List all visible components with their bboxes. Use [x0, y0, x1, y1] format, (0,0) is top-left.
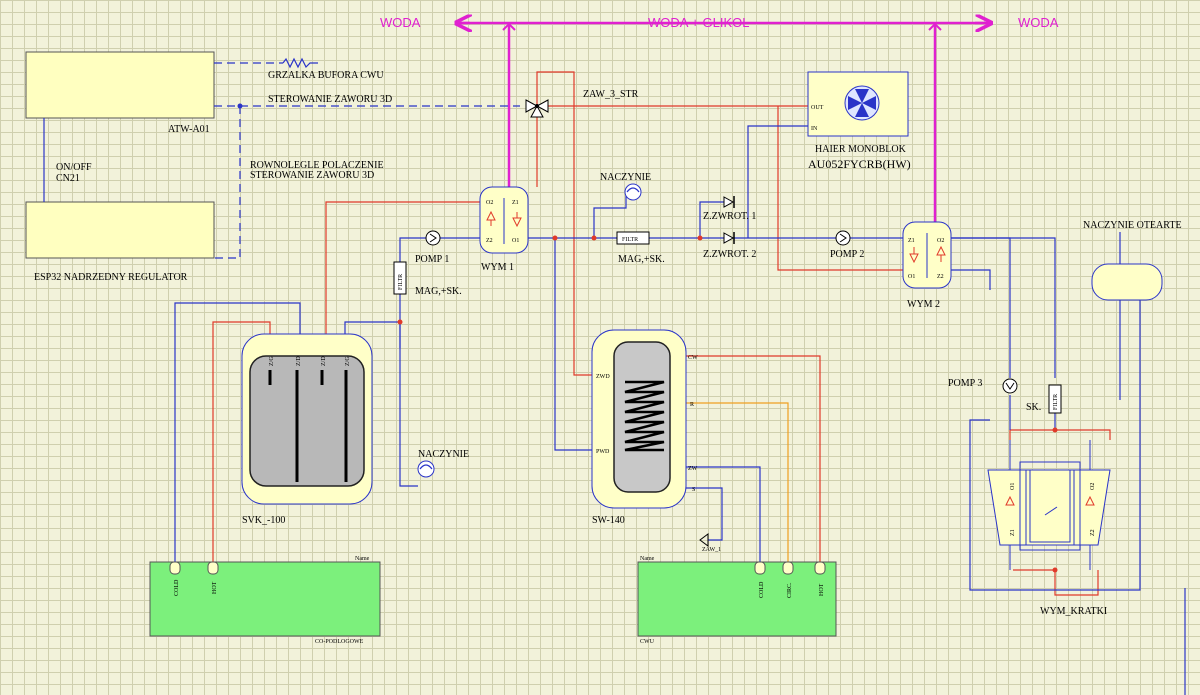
wym1-o2: O2 [486, 200, 493, 206]
heating-circuit-box[interactable] [149, 561, 381, 637]
filter-label-1: FILTR [622, 237, 638, 243]
buffer-port-2: Z/D [296, 356, 302, 366]
cwu-box-name: Name [640, 556, 655, 562]
check-valve-icon [723, 196, 735, 208]
pump-icon[interactable] [1002, 378, 1018, 394]
kratki-label: WYM_KRATKI [1040, 606, 1107, 617]
filter-sk: SK. [1026, 402, 1041, 413]
wym1-z2: Z2 [486, 238, 493, 244]
expansion-vessel-icon [624, 183, 642, 201]
heatpump-out: OUT [811, 105, 824, 111]
return-valve-2: Z.ZWROT. 2 [703, 249, 756, 260]
wym1-z1: Z1 [512, 200, 519, 206]
wym1-o1: O1 [512, 238, 519, 244]
esp32-label: ESP32 NADRZEDNY REGULATOR [34, 272, 188, 283]
dhw-r: R [690, 402, 694, 408]
kratki-o2: O2 [1090, 483, 1096, 490]
onoff-label: ON/OFF [56, 162, 92, 173]
parallel-label-2: STEROWANIE ZAWORU 3D [250, 170, 374, 181]
check-valve-icon [723, 232, 735, 244]
cwu-hot: HOT [819, 583, 825, 596]
heatpump-line1: HAIER MONOBLOK [815, 144, 907, 155]
circulation-pipe [684, 402, 789, 562]
heating-box-name: Name [355, 556, 370, 562]
dhw-cw: CW [688, 355, 698, 361]
pump3-label: POMP 3 [948, 378, 982, 389]
wym2-o2: O2 [937, 238, 944, 244]
dhw-zaw: ZAW_1 [702, 547, 721, 553]
expansion-top-label: NACZYNIE [600, 172, 651, 183]
filter-vertical-1 [393, 261, 407, 295]
three-way-valve-icon[interactable] [525, 99, 549, 118]
open-vessel-label: NACZYNIE OTEARTE [1083, 220, 1182, 231]
esp32-controller-box [25, 201, 215, 259]
buffer-port-3: Z/D [321, 356, 327, 366]
atw-controller-box [25, 51, 215, 119]
filter-vertical-2 [1048, 384, 1062, 414]
kratki-z2: Z2 [1090, 529, 1096, 536]
open-vessel [1091, 263, 1163, 301]
control-lines [214, 62, 520, 259]
wym2-z2: Z2 [937, 274, 944, 280]
valve-signal-label: STEROWANIE ZAWORU 3D [268, 94, 392, 105]
buffer-label: SVK_-100 [242, 515, 285, 526]
kratki-z1: Z1 [1010, 529, 1016, 536]
pump-icon[interactable] [835, 230, 851, 246]
expansion-bottom-label: NACZYNIE [418, 449, 469, 460]
cwu-box[interactable] [637, 561, 837, 637]
flow-label-center: WODA + GLIKOL [648, 15, 750, 30]
pump2-label: POMP 2 [830, 249, 864, 260]
heatpump-line2: AU052FYCRB(HW) [808, 157, 911, 171]
wym2-label: WYM 2 [907, 299, 940, 310]
buffer-port-1: Z/G [269, 356, 275, 366]
kratki-o1: O1 [1010, 483, 1016, 490]
pump1-label: POMP 1 [415, 254, 449, 265]
flow-label-right: WODA [1018, 15, 1059, 30]
dhw-zw: ZW [688, 466, 698, 472]
filter-mag-1: MAG,+SK. [618, 254, 665, 265]
cwu-circ: CIRC. [787, 582, 793, 598]
flow-bus [455, 23, 992, 222]
buffer-ports [268, 370, 348, 482]
filter-label-3: FILTR [1053, 394, 1059, 410]
cwu-cold: COLD [759, 581, 765, 598]
wym2-o1: O1 [908, 274, 915, 280]
heating-hot: HOT [212, 581, 218, 594]
expansion-vessel-icon [417, 460, 435, 478]
cwu-box-title: CWU [640, 639, 655, 645]
atw-label: ATW-A01 [168, 124, 210, 135]
heater-signal-label: GRZALKA BUFORA CWU [268, 70, 384, 81]
dhw-coil-icon [624, 380, 665, 452]
filter-label-2: FILTR [398, 274, 404, 290]
parallel-label-1: ROWNOLEGLE POLACZENIE [250, 160, 384, 171]
valve-label: ZAW_3_STR [583, 89, 639, 100]
fan-icon [844, 85, 880, 121]
buffer-port-4: Z/G [345, 356, 351, 366]
dhw-label: SW-140 [592, 515, 625, 526]
return-valve-1: Z.ZWROT. 1 [703, 211, 756, 222]
filter-horizontal [616, 231, 650, 245]
cn21-label: CN21 [56, 173, 80, 184]
flow-label-left: WODA [380, 15, 421, 30]
pump-icon[interactable] [425, 230, 441, 246]
heatpump-in: IN [811, 126, 818, 132]
heater-resistor-icon [282, 57, 318, 69]
buffer-inner [249, 355, 365, 487]
heating-box-title: CO-PODLOGOWE [315, 639, 364, 645]
sensor-arrow-icon [699, 533, 709, 547]
filter-mag-2: MAG,+SK. [415, 286, 462, 297]
dhw-s: S [692, 487, 695, 493]
heating-cold: COLD [174, 579, 180, 596]
wym1-label: WYM 1 [481, 262, 514, 273]
dhw-zwd: ZWD [596, 374, 610, 380]
wym2-z1: Z1 [908, 238, 915, 244]
dhw-pwd: PWD [596, 449, 610, 455]
